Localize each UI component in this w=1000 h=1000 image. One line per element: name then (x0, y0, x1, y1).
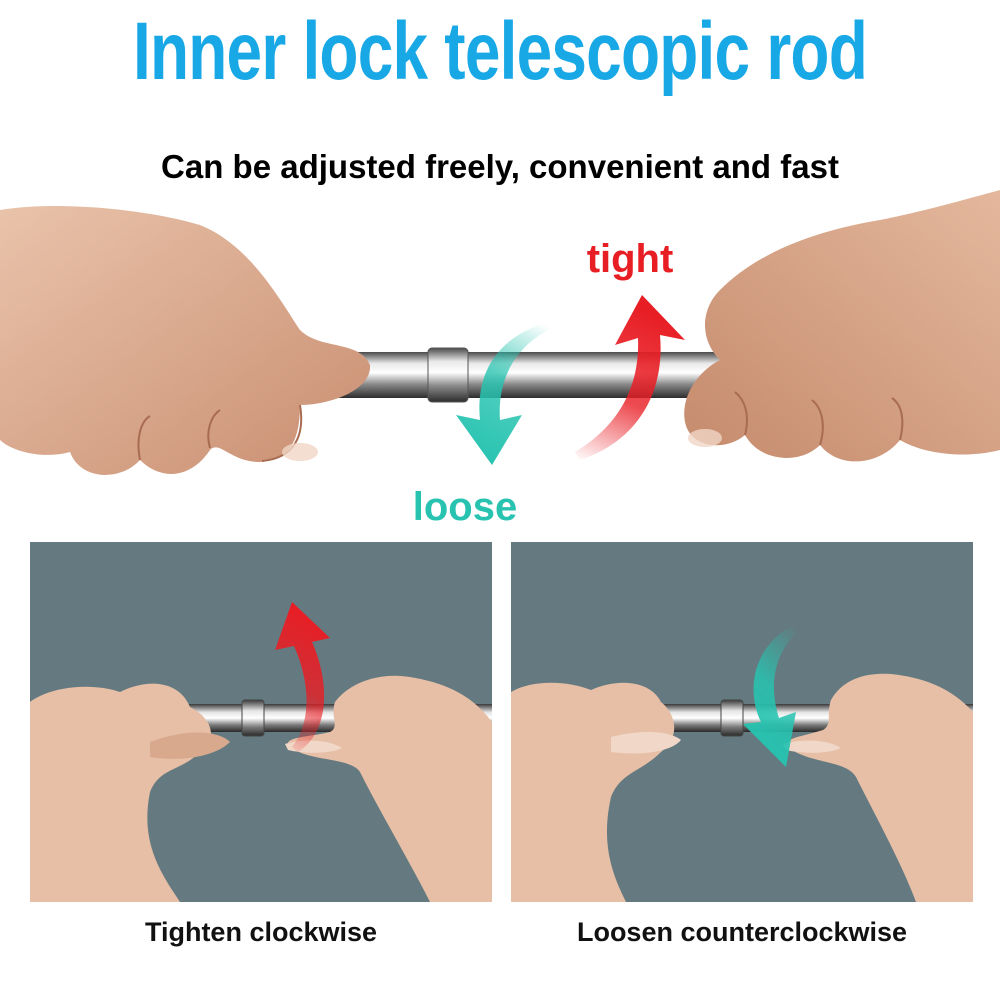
page-title: Inner lock telescopic rod (132, 6, 868, 97)
loose-label: loose (412, 485, 518, 529)
rod-lock-joint (427, 347, 469, 403)
loosen-panel-image (511, 542, 973, 902)
tight-label: tight (586, 237, 674, 281)
tighten-arrow-icon (275, 602, 330, 752)
page-subtitle: Can be adjusted freely, convenient and f… (161, 148, 839, 185)
tighten-caption: Tighten clockwise (144, 917, 378, 947)
loose-arrow-icon (456, 318, 565, 465)
hero-rod-hands-image (0, 190, 1000, 475)
loosen-caption: Loosen counterclockwise (576, 917, 908, 947)
left-hand (0, 205, 371, 475)
loosen-panel (511, 542, 973, 902)
right-hand (684, 190, 1000, 462)
hero-illustration (0, 190, 1000, 540)
loosen-arrow-icon (743, 622, 801, 767)
panel-right-hand (787, 673, 973, 902)
tight-arrow-icon (575, 295, 685, 460)
tighten-panel (30, 542, 492, 902)
panel-right-hand (288, 675, 492, 902)
tighten-panel-image (30, 542, 492, 902)
